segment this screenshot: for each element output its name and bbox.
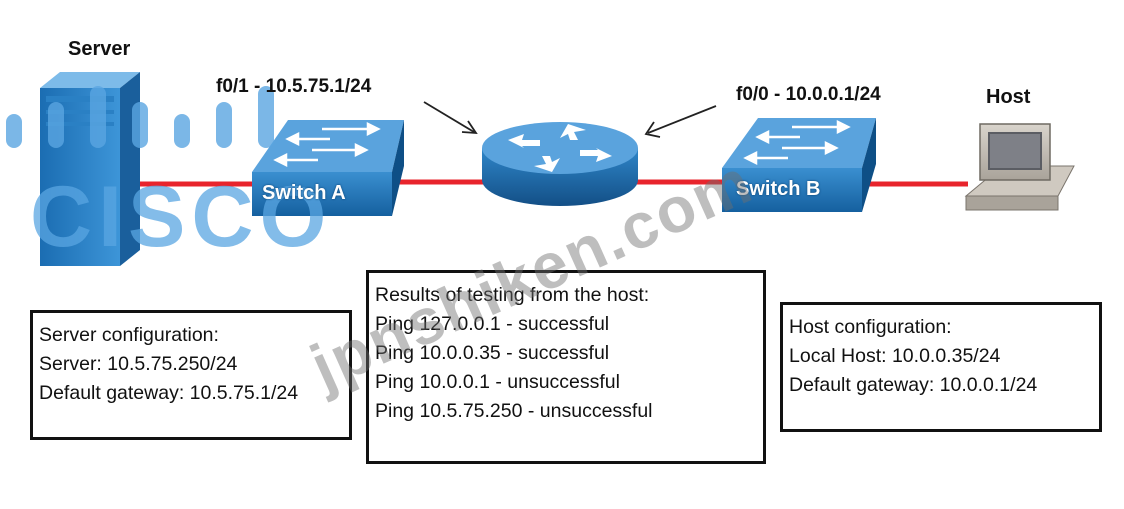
- test-results-box: Results of testing from the host: Ping 1…: [366, 270, 766, 464]
- host-config-address: Local Host: 10.0.0.35/24: [789, 345, 1001, 367]
- server-config-heading: Server configuration:: [39, 324, 219, 346]
- server-config-address: Server: 10.5.75.250/24: [39, 353, 238, 375]
- switch-a-interface-label: f0/1 - 10.5.75.1/24: [216, 76, 372, 97]
- arrow-f00: [647, 105, 717, 134]
- host-computer-icon: [964, 123, 1075, 211]
- host-config-gateway: Default gateway: 10.0.0.1/24: [789, 374, 1038, 396]
- arrow-f01: [423, 101, 475, 133]
- switch-b-interface-label: f0/0 - 10.0.0.1/24: [736, 84, 881, 105]
- server-label: Server: [68, 38, 131, 60]
- test-result-ping-loopback: Ping 127.0.0.1 - successful: [375, 313, 610, 335]
- interface-pointer-arrows: [423, 101, 717, 138]
- server-icon: [40, 72, 140, 266]
- server-configuration-box: Server configuration: Server: 10.5.75.25…: [30, 310, 352, 440]
- host-label: Host: [986, 86, 1031, 108]
- network-links: [140, 179, 968, 187]
- server-config-gateway: Default gateway: 10.5.75.1/24: [39, 382, 299, 404]
- switch-a-icon: [252, 120, 404, 216]
- switch-a-label: Switch A: [262, 182, 346, 204]
- switch-b-icon: [722, 118, 876, 212]
- host-configuration-box: Host configuration: Local Host: 10.0.0.3…: [780, 302, 1102, 432]
- router-icon: [482, 122, 638, 206]
- switch-b-label: Switch B: [736, 178, 821, 200]
- host-config-heading: Host configuration:: [789, 316, 952, 338]
- test-results-heading: Results of testing from the host:: [375, 284, 650, 306]
- test-result-ping-server: Ping 10.5.75.250 - unsuccessful: [375, 400, 653, 422]
- cisco-bars-icon: [6, 86, 274, 148]
- test-result-ping-self: Ping 10.0.0.35 - successful: [375, 342, 610, 364]
- test-result-ping-gateway: Ping 10.0.0.1 - unsuccessful: [375, 371, 620, 393]
